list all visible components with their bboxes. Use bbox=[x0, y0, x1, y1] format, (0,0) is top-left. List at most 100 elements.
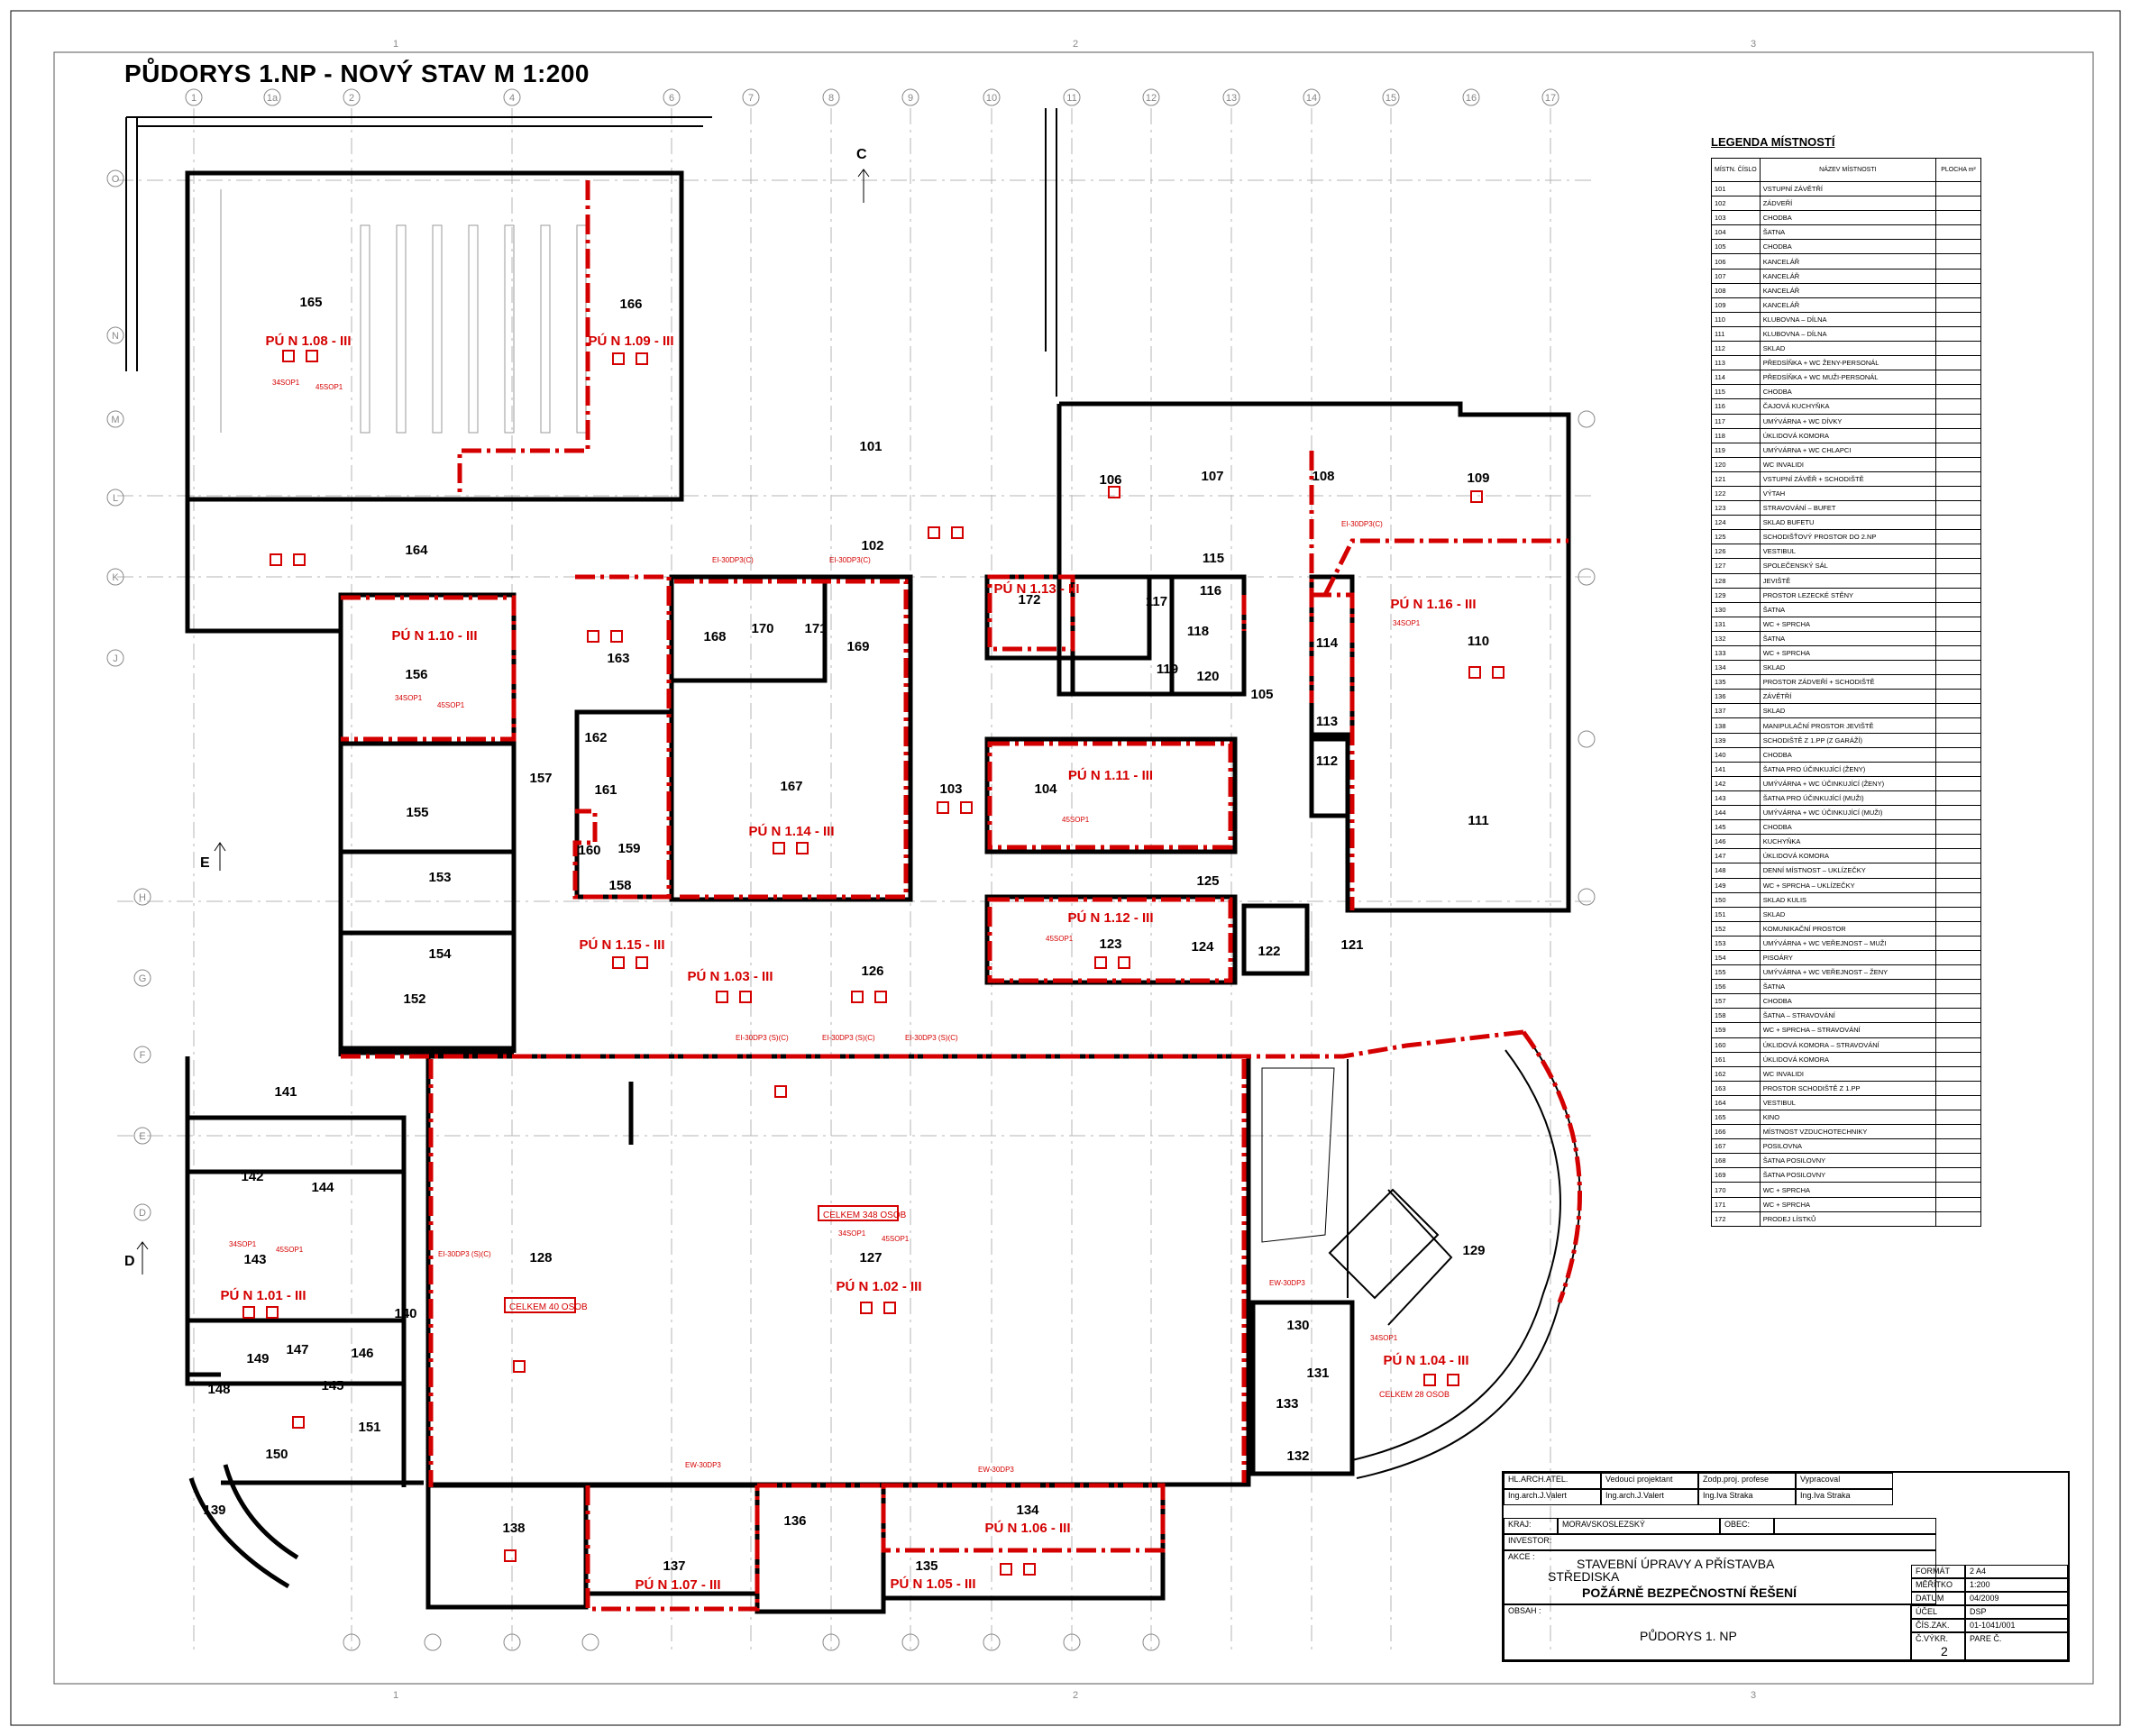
legend-room-name: WC + SPRCHA bbox=[1759, 1182, 1937, 1198]
legend-room-number: 166 bbox=[1711, 1124, 1761, 1140]
legend-room-number: 114 bbox=[1711, 370, 1761, 386]
svg-text:106: 106 bbox=[1099, 472, 1121, 488]
svg-text:E: E bbox=[139, 1131, 145, 1142]
legend-room-name: ÚKLIDOVÁ KOMORA – STRAVOVÁNÍ bbox=[1759, 1037, 1937, 1053]
legend-room-area bbox=[1935, 790, 1981, 807]
legend-room-name: UMÝVÁRNA + WC ÚČINKUJÍCÍ (ŽENY) bbox=[1759, 775, 1937, 791]
legend-room-number: 133 bbox=[1711, 644, 1761, 662]
legend-room-number: 104 bbox=[1711, 224, 1761, 241]
legend-room-number: 144 bbox=[1711, 805, 1761, 821]
legend-room-area bbox=[1935, 268, 1981, 284]
svg-text:122: 122 bbox=[1258, 944, 1280, 959]
legend-room-area bbox=[1935, 398, 1981, 415]
legend-room-number: 127 bbox=[1711, 558, 1761, 574]
door-label-4: EI-30DP3 (S)(C) bbox=[438, 1250, 491, 1258]
legend-room-area bbox=[1935, 282, 1981, 298]
svg-text:108: 108 bbox=[1312, 469, 1334, 484]
legend-room-name: ŠATNA PRO ÚČINKUJÍCÍ (MUŽI) bbox=[1759, 790, 1937, 807]
legend-room-name: ŠATNA POSILOVNY bbox=[1759, 1167, 1937, 1183]
legend-room-name: PROSTOR SCHODIŠTĚ Z 1.PP bbox=[1759, 1080, 1937, 1096]
tb-action-line3: POŽÁRNĚ BEZPEČNOSTNÍ ŘEŠENÍ bbox=[1582, 1585, 1797, 1600]
legend-room-name: JEVIŠTĚ bbox=[1759, 572, 1937, 589]
legend-room-name: KANCELÁŘ bbox=[1759, 297, 1937, 313]
legend-room-name: WC + SPRCHA bbox=[1759, 644, 1937, 662]
legend-room-area bbox=[1935, 311, 1981, 327]
legend-room-number: 112 bbox=[1711, 341, 1761, 357]
legend-room-number: 139 bbox=[1711, 732, 1761, 748]
legend-room-name: SCHODIŠŤOVÝ PROSTOR DO 2.NP bbox=[1759, 529, 1937, 545]
legend-room-number: 107 bbox=[1711, 268, 1761, 284]
legend-room-number: 124 bbox=[1711, 515, 1761, 531]
svg-text:156: 156 bbox=[405, 667, 427, 682]
legend-room-number: 134 bbox=[1711, 660, 1761, 676]
fire-section-110: PÚ N 1.10 - III bbox=[391, 627, 477, 644]
plan-notes: CELKEM 348 OSOB CELKEM 40 OSOB CELKEM 28… bbox=[229, 379, 1450, 1474]
legend-room-number: 149 bbox=[1711, 877, 1761, 893]
tb-resp-label: Zodp.proj. profese bbox=[1698, 1473, 1796, 1489]
legend-room-name: PISOÁRY bbox=[1759, 949, 1937, 966]
svg-text:8: 8 bbox=[828, 93, 834, 104]
section-mark-d: D bbox=[124, 1254, 135, 1269]
legend-room-area bbox=[1935, 674, 1981, 690]
legend-room-number: 115 bbox=[1711, 384, 1761, 400]
extinguisher-label-5: 34SOP1 bbox=[229, 1240, 257, 1248]
tb-content-label: OBSAH : bbox=[1508, 1606, 1541, 1615]
tb-harch-label: HL.ARCH.ATEL. bbox=[1504, 1473, 1601, 1489]
svg-text:141: 141 bbox=[274, 1084, 297, 1100]
row-axis-labels: O N M L K J H G F E D bbox=[111, 174, 146, 1219]
legend-room-name: WC + SPRCHA bbox=[1759, 1196, 1937, 1212]
legend-room-name: SKLAD bbox=[1759, 660, 1937, 676]
svg-text:146: 146 bbox=[351, 1346, 373, 1361]
legend-room-name: UMÝVÁRNA + WC CHLAPCI bbox=[1759, 442, 1937, 458]
legend-room-number: 106 bbox=[1711, 253, 1761, 270]
legend-room-number: 162 bbox=[1711, 1065, 1761, 1082]
legend-room-name: KANCELÁŘ bbox=[1759, 282, 1937, 298]
svg-text:152: 152 bbox=[403, 991, 425, 1007]
extinguisher-label-4: 45SOP1 bbox=[437, 701, 465, 709]
legend-room-name: POSILOVNA bbox=[1759, 1138, 1937, 1155]
legend-room-area bbox=[1935, 384, 1981, 400]
legend-room-name: ZÁDVEŘÍ bbox=[1759, 196, 1937, 212]
legend-room-name: ÚKLIDOVÁ KOMORA bbox=[1759, 1051, 1937, 1067]
legend-room-name: PROSTOR LEZECKÉ STĚNY bbox=[1759, 587, 1937, 603]
svg-text:105: 105 bbox=[1250, 687, 1273, 702]
legend-room-name: CHODBA bbox=[1759, 239, 1937, 255]
svg-text:123: 123 bbox=[1099, 937, 1121, 952]
legend-room-area bbox=[1935, 355, 1981, 371]
legend-room-area bbox=[1935, 1037, 1981, 1053]
legend-room-area bbox=[1935, 601, 1981, 617]
svg-text:4: 4 bbox=[509, 93, 515, 104]
legend-room-name: PROSTOR ZÁDVEŘÍ + SCHODIŠTĚ bbox=[1759, 674, 1937, 690]
svg-text:109: 109 bbox=[1467, 471, 1489, 486]
legend-room-area bbox=[1935, 297, 1981, 313]
fire-section-106: PÚ N 1.06 - III bbox=[984, 1520, 1070, 1536]
svg-text:F: F bbox=[140, 1050, 146, 1061]
svg-text:160: 160 bbox=[578, 843, 600, 858]
svg-text:137: 137 bbox=[663, 1558, 685, 1574]
svg-text:167: 167 bbox=[780, 779, 802, 794]
svg-text:150: 150 bbox=[265, 1447, 288, 1462]
section-mark-c: C bbox=[856, 147, 867, 162]
svg-text:135: 135 bbox=[915, 1558, 937, 1574]
legend-room-number: 105 bbox=[1711, 239, 1761, 255]
legend-room-name: ŠATNA bbox=[1759, 979, 1937, 995]
tb-scale: 1:200 bbox=[1965, 1578, 2068, 1592]
legend-room-name: SKLAD bbox=[1759, 341, 1937, 357]
legend-room-area bbox=[1935, 456, 1981, 472]
row-axis-bubbles bbox=[106, 169, 1596, 1221]
border-number-3-bottom: 3 bbox=[1751, 1690, 1756, 1701]
legend-room-area bbox=[1935, 210, 1981, 226]
legend-room-number: 123 bbox=[1711, 500, 1761, 516]
tb-lead-label: Vedoucí projektant bbox=[1601, 1473, 1698, 1489]
legend-room-area bbox=[1935, 732, 1981, 748]
border-number-2-bottom: 2 bbox=[1073, 1690, 1078, 1701]
legend-room-name: KUCHYŇKA bbox=[1759, 834, 1937, 850]
